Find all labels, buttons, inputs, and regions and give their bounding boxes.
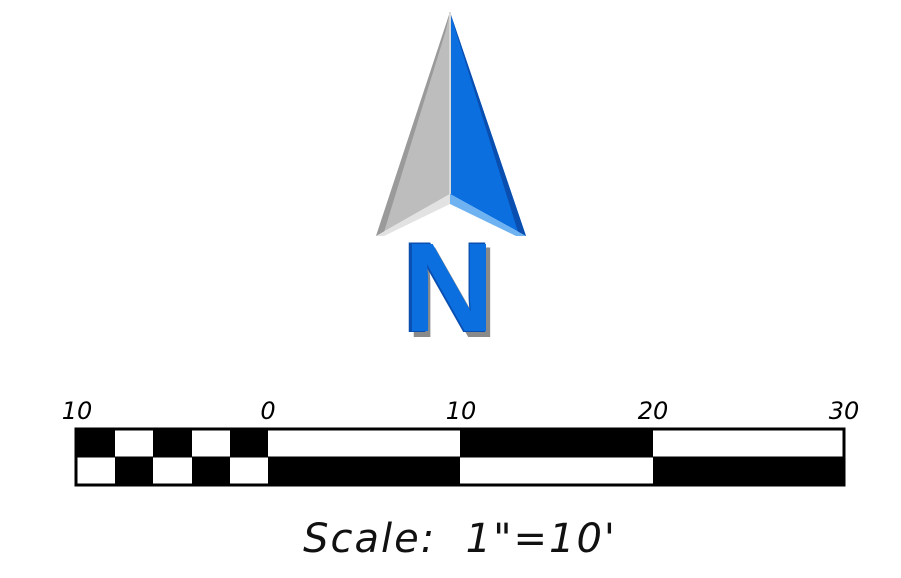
- scale-cell: [115, 457, 153, 485]
- north-arrow-left-base: [376, 194, 450, 236]
- scale-cell: [460, 429, 653, 457]
- scale-cell: [115, 429, 153, 457]
- scale-cell: [653, 429, 844, 457]
- north-arrow-left-bevel: [376, 12, 450, 236]
- scale-cell: [653, 457, 844, 485]
- scale-cell: [192, 457, 230, 485]
- scale-labels: 10 0 10 20 30: [62, 397, 860, 425]
- scale-cell: [230, 429, 268, 457]
- north-letter-text: N: [404, 217, 495, 358]
- scale-caption: Scale: 1"=10': [303, 516, 617, 562]
- svg-text:N: N: [400, 214, 494, 360]
- scale-cell: [460, 457, 653, 485]
- north-arrow-right-base: [450, 194, 526, 236]
- svg-text:N: N: [405, 219, 499, 365]
- scale-label: 30: [829, 397, 860, 425]
- scale-label: 0: [260, 397, 275, 425]
- scale-label: 20: [638, 397, 669, 425]
- north-letter: N N N: [400, 214, 499, 365]
- scale-cell: [153, 429, 192, 457]
- scale-label: 10: [446, 397, 477, 425]
- scale-cell: [268, 429, 460, 457]
- scale-cell: [76, 429, 115, 457]
- north-arrow-right-bevel: [450, 12, 526, 236]
- scale-cell: [230, 457, 268, 485]
- scale-bar: [74, 427, 846, 487]
- scale-cell: [153, 457, 192, 485]
- scale-cell: [76, 457, 115, 485]
- scale-cell: [192, 429, 230, 457]
- scale-cell: [268, 457, 460, 485]
- north-arrow-icon: [376, 12, 526, 236]
- scale-label: 10: [62, 397, 93, 425]
